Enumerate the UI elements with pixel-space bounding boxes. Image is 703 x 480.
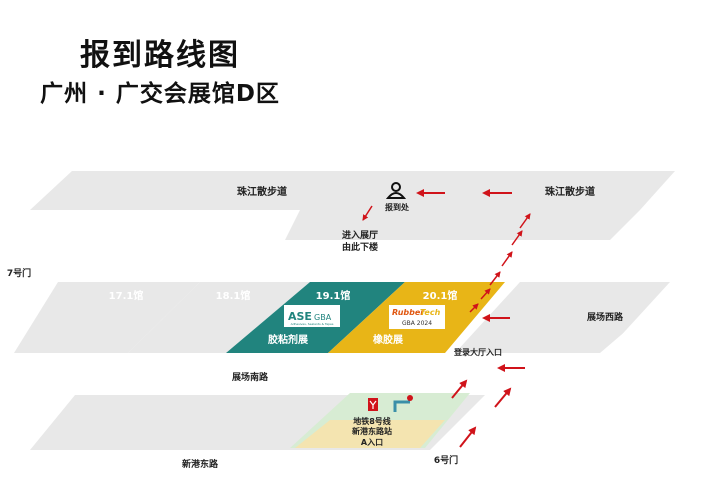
metro-label-1: 地铁8号线 (353, 416, 391, 426)
rubbertech-logo (389, 305, 445, 329)
arrow (519, 213, 531, 229)
ase-logo (284, 305, 340, 327)
arrow (489, 271, 501, 286)
metro-area-yellow (295, 420, 445, 448)
arrow (494, 387, 512, 408)
adhesive-expo-label: 胶粘剂展 (268, 333, 308, 346)
promenade-band (30, 171, 675, 210)
promenade-label: 珠江散步道 (237, 185, 287, 198)
hall191-label: 19.1馆 (316, 289, 351, 302)
arrow (451, 379, 468, 399)
arrow (511, 230, 523, 246)
xingang-road-label: 新港东路 (182, 458, 219, 470)
arrow (362, 205, 373, 221)
rubbertech-sub: GBA 2024 (402, 320, 432, 327)
hall-18-block (128, 282, 310, 353)
gate6-label: 6号门 (434, 454, 458, 466)
ase-tagline: Adhesives, Sealants & Tapes (291, 322, 334, 326)
metro-label-2: 新港东路站 (352, 426, 392, 436)
lobby-entrance-label: 登录大厅入口 (453, 347, 502, 357)
map-title: 报到路线图 (80, 38, 240, 73)
arrow (480, 288, 491, 300)
south-road-label: 展场南路 (232, 371, 269, 383)
checkin-icon (385, 182, 407, 199)
metro-label-3: A入口 (361, 438, 383, 447)
enter-label-1: 进入展厅 (342, 229, 378, 241)
metro-path (393, 400, 410, 412)
west-area-block (455, 282, 670, 353)
gate7-label: 7号门 (7, 267, 31, 279)
rubbertech-logo-text2: Tech (420, 308, 441, 317)
promenade-slope (285, 210, 640, 240)
hall181-label: 18.1馆 (216, 289, 251, 302)
enter-label-2: 由此下楼 (342, 241, 378, 253)
pin-icon (407, 395, 413, 401)
west-road-label: 展场西路 (587, 311, 624, 323)
arrow (501, 251, 513, 267)
hall171-label: 17.1馆 (109, 289, 144, 302)
hall201-label: 20.1馆 (423, 289, 458, 302)
hall-17-block (14, 282, 200, 353)
west-area-stripe (600, 306, 665, 353)
rubbertech-logo-text: Rubber (392, 308, 425, 317)
ase-logo-text: ASE (288, 310, 312, 323)
arrow (459, 426, 477, 448)
arrow (469, 303, 479, 313)
ase-logo-gba: GBA (314, 313, 332, 322)
map-subtitle: 广州 · 广交会展馆D区 (40, 81, 280, 107)
promenade-label-right: 珠江散步道 (545, 185, 595, 198)
rubber-expo-label: 橡胶展 (373, 333, 403, 346)
checkin-label: 报到处 (385, 202, 410, 212)
